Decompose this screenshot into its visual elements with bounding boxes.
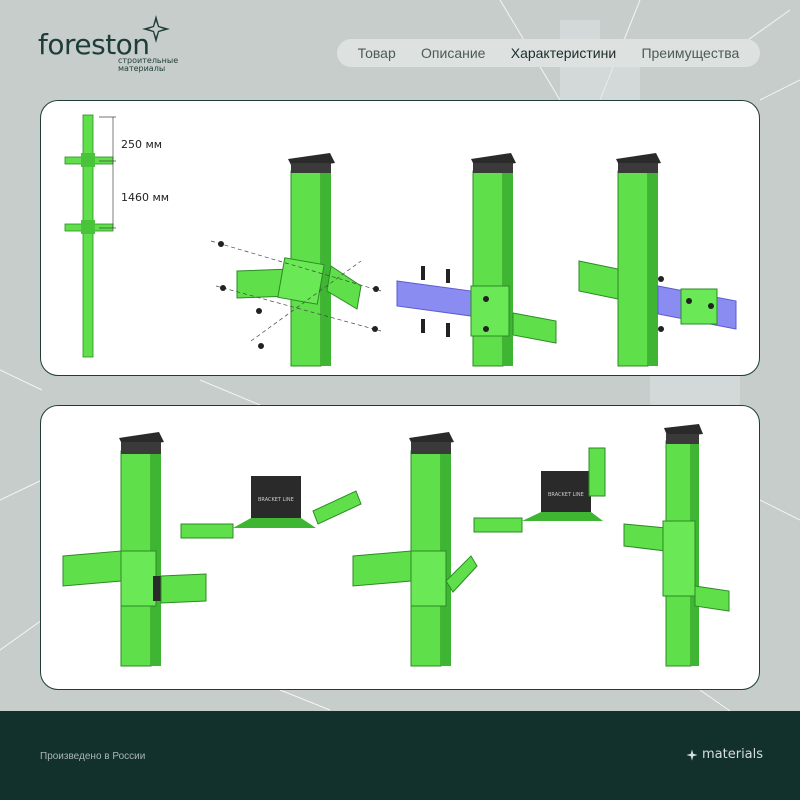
clip-label-a: BRACKET LINE (258, 497, 294, 503)
brand-logo[interactable]: foreston строительные материалы (38, 14, 188, 74)
dimension-top-label: 250 мм (121, 138, 162, 151)
post-with-brackets-a (62, 432, 207, 667)
clip-assembly-b: BRACKET LINE (473, 447, 606, 533)
made-in-russia-text: Произведено в России (40, 751, 146, 762)
assembly-diagram-bottom: BRACKET LINE BRACKET LINE (62, 424, 730, 667)
brand-tagline: строительные материалы (118, 56, 179, 73)
dimension-post (64, 114, 116, 358)
post-with-rail (396, 153, 557, 367)
clip-label-b: BRACKET LINE (548, 492, 584, 498)
post-exploded (210, 153, 382, 367)
clip-assembly-a: BRACKET LINE (180, 476, 362, 539)
nav-item-advantages[interactable]: Преимущества (641, 45, 740, 61)
footer-brand-text: materials (702, 747, 764, 762)
nav-item-product[interactable]: Товар (357, 45, 396, 61)
footer: Произведено в России materials (0, 711, 800, 800)
nav-item-description[interactable]: Описание (421, 45, 486, 61)
assembly-diagram-top: 250 мм 1460 мм (64, 114, 737, 367)
assembly-diagram-panel-bottom: BRACKET LINE BRACKET LINE (40, 405, 760, 690)
star-mark-icon (686, 748, 698, 761)
nav-item-characteristics[interactable]: Характеристини (510, 45, 617, 61)
assembly-diagram-panel-top: 250 мм 1460 мм (40, 100, 760, 376)
post-with-brackets-b (352, 432, 478, 667)
post-with-brackets-c (623, 424, 730, 667)
star-mark-icon (142, 15, 170, 43)
footer-brand[interactable]: materials (686, 747, 763, 762)
top-nav: Товар Описание Характеристини Преимущест… (337, 39, 760, 67)
dimension-bottom-label: 1460 мм (121, 191, 169, 204)
post-assembled (578, 153, 737, 367)
brand-name: foreston (38, 28, 150, 61)
